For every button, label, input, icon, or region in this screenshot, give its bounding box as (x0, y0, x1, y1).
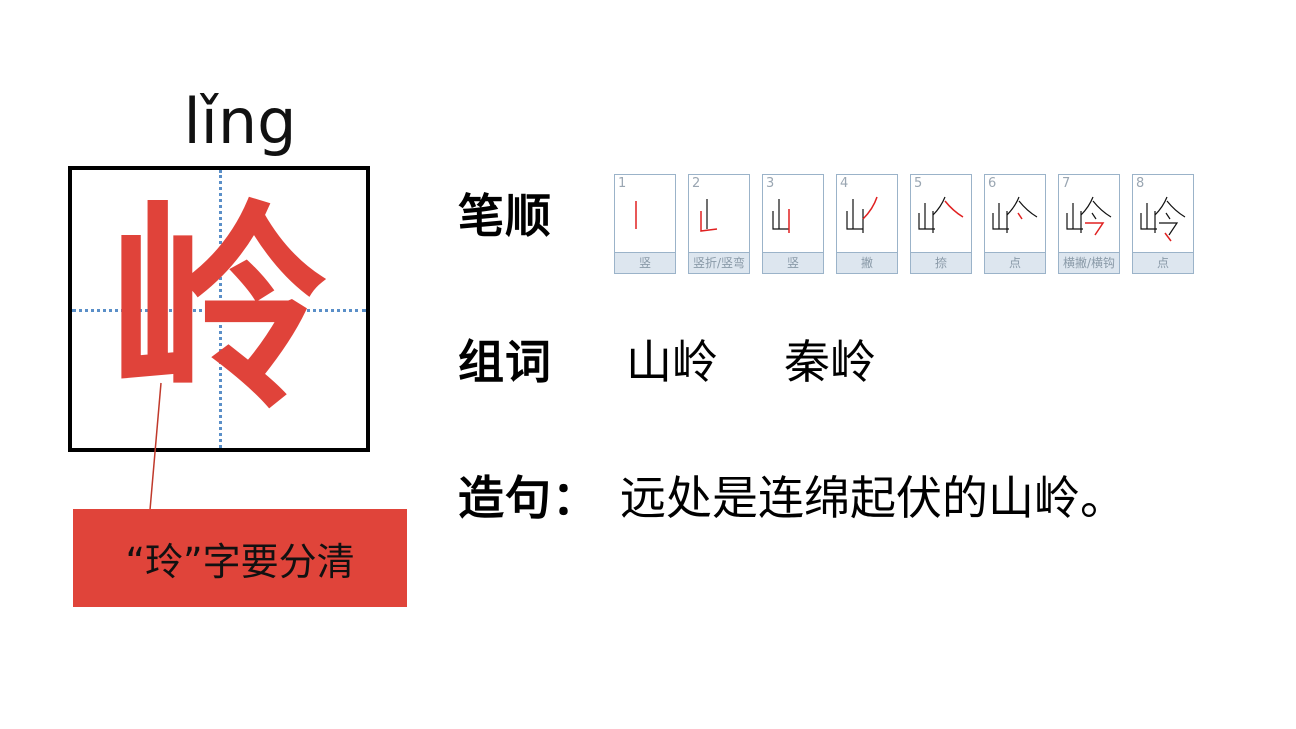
stroke-3-icon (772, 199, 790, 233)
stroke-step-number: 1 (618, 176, 627, 191)
callout-note: “玲”字要分清 (73, 509, 407, 607)
stroke-step-name: 竖折/竖弯 (689, 252, 749, 273)
stroke-step-name: 点 (985, 252, 1045, 273)
stroke-step: 1 竖 (614, 174, 676, 274)
stroke-step-number: 8 (1136, 176, 1145, 191)
stroke-step-number: 2 (692, 176, 701, 191)
stroke-2-icon (700, 199, 718, 232)
example-sentence: 远处是连绵起伏的山岭。 (620, 471, 1126, 525)
word-group-label: 组词 (458, 335, 552, 389)
stroke-step-number: 7 (1062, 176, 1071, 191)
stroke-step-number: 3 (766, 176, 775, 191)
stroke-6-icon (992, 196, 1038, 233)
stroke-step-name: 点 (1133, 252, 1193, 273)
stroke-4-icon (846, 196, 878, 233)
stroke-step-name: 捺 (911, 252, 971, 273)
stroke-step: 6 点 (984, 174, 1046, 274)
stroke-step-name: 竖 (615, 252, 675, 273)
stroke-step: 3 竖 (762, 174, 824, 274)
stroke-1-icon (635, 201, 637, 229)
stroke-step-name: 竖 (763, 252, 823, 273)
stroke-order-sequence: 1 竖 2 竖折/竖弯 3 竖 4 撇 5 (614, 174, 1194, 274)
stroke-5-icon (918, 196, 964, 233)
main-character: 岭 (108, 179, 329, 438)
stroke-step: 8 点 (1132, 174, 1194, 274)
stroke-step: 5 捺 (910, 174, 972, 274)
stroke-step: 2 竖折/竖弯 (688, 174, 750, 274)
pinyin-label: lǐng (183, 85, 297, 158)
word-group-list: 山岭 秦岭 (626, 326, 876, 392)
stroke-order-label: 笔顺 (458, 189, 552, 243)
word-item: 山岭 (626, 335, 718, 389)
stroke-step-number: 4 (840, 176, 849, 191)
sentence-label: 造句： (458, 471, 599, 525)
stroke-8-icon (1140, 196, 1186, 242)
stroke-step: 4 撇 (836, 174, 898, 274)
stroke-step-number: 5 (914, 176, 923, 191)
stroke-step-name: 撇 (837, 252, 897, 273)
stroke-step: 7 横撇/横钩 (1058, 174, 1120, 274)
tianzige-grid: 岭 (68, 166, 370, 452)
grid-horizontal-guide (72, 309, 366, 312)
stroke-step-number: 6 (988, 176, 997, 191)
stroke-7-icon (1066, 196, 1112, 236)
stroke-step-name: 横撇/横钩 (1059, 252, 1119, 273)
word-item: 秦岭 (784, 335, 876, 389)
